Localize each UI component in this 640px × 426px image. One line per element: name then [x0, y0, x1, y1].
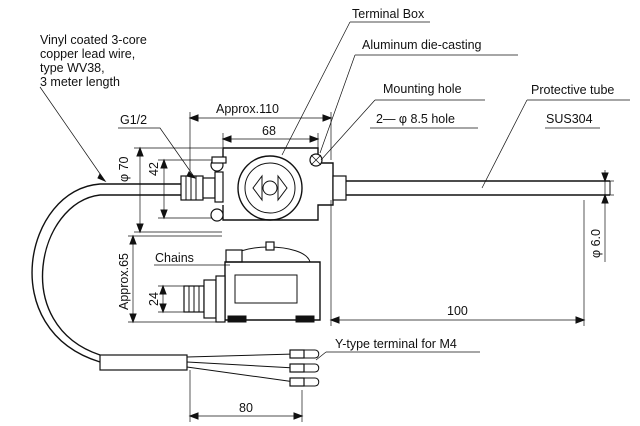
dim-phi-6: φ 6.0	[589, 229, 603, 258]
label-chains: Chains	[155, 251, 194, 265]
label-lead-wire-1: Vinyl coated 3-core	[40, 33, 147, 47]
label-mounting-hole: Mounting hole	[383, 82, 462, 96]
label-material: SUS304	[546, 112, 593, 126]
label-lead-wire-2: copper lead wire,	[40, 47, 135, 61]
dim-68: 68	[262, 124, 276, 138]
dim-80: 80	[239, 401, 253, 415]
dim-phi-70: φ 70	[117, 156, 131, 182]
label-aluminum-die-casting: Aluminum die-casting	[362, 38, 482, 52]
label-terminal-box: Terminal Box	[352, 7, 425, 21]
label-lead-wire-3: type WV38,	[40, 61, 105, 75]
dim-42: 42	[147, 162, 161, 176]
protective-tube-top	[346, 180, 611, 196]
terminal-box-top-view	[180, 147, 347, 222]
leader-lines	[39, 21, 630, 361]
label-hole-spec: 2— φ 8.5 hole	[376, 112, 455, 126]
label-approx-110: Approx.110	[216, 102, 279, 116]
terminal-box-side-view	[183, 241, 321, 323]
dimension-lines	[128, 112, 614, 422]
label-lead-wire-4: 3 meter length	[40, 75, 120, 89]
wire-leads	[99, 349, 320, 387]
label-y-terminal: Y-type terminal for M4	[335, 337, 457, 351]
label-protective-tube: Protective tube	[531, 83, 614, 97]
label-thread-g12: G1/2	[120, 113, 147, 127]
lead-wire	[31, 183, 181, 363]
dim-approx-65: Approx.65	[117, 253, 131, 310]
dim-24: 24	[147, 292, 161, 306]
dim-100: 100	[447, 304, 468, 318]
